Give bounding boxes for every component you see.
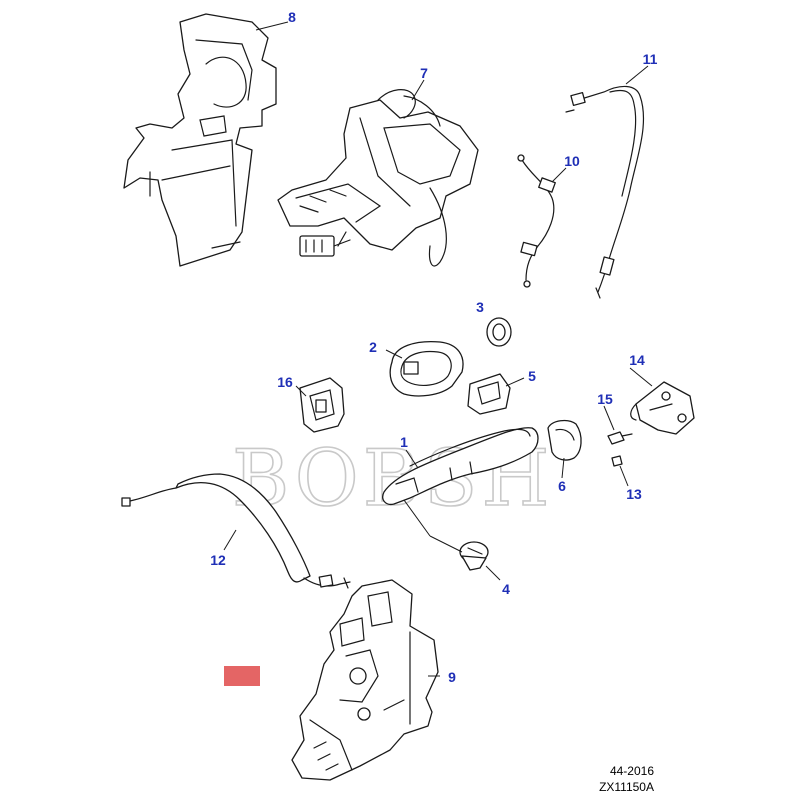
part-2-handle-bezel [389,340,464,397]
callout-7: 7 [420,65,428,81]
part-10-lock-rod [517,154,556,288]
callout-2: 2 [369,339,377,355]
callout-12: 12 [210,552,226,568]
leader-lines [223,21,653,677]
callout-4: 4 [502,581,510,597]
part-9-door-latch [291,579,439,781]
callout-5: 5 [528,368,536,384]
footer-code: 44-2016 [609,764,654,778]
red-marker [224,666,260,686]
callout-16: 16 [277,374,293,390]
part-5-cap-seal [467,373,511,415]
callout-6: 6 [558,478,566,494]
callout-14: 14 [629,352,645,368]
part-6-end-cap [547,419,582,461]
part-3-grommet [486,317,512,347]
callout-3: 3 [476,299,484,315]
part-15-screw [607,431,633,445]
callout-10: 10 [564,153,580,169]
part-13-screw [611,455,623,467]
part-12-cable [121,473,351,589]
callout-1: 1 [400,434,408,450]
part-8-bracket [123,13,277,267]
callout-9: 9 [448,669,456,685]
callout-8: 8 [288,9,296,25]
part-7-handle-mechanism [277,89,479,267]
callout-11: 11 [643,51,658,67]
part-1-outside-handle [382,427,539,506]
callout-labels: 8 7 11 10 3 2 5 16 14 15 1 6 13 12 4 9 [210,9,657,685]
callout-13: 13 [626,486,642,502]
part-11-release-cable [565,85,644,299]
part-4-bolt [459,541,489,571]
part-16-gasket [299,377,345,433]
footer-reference: ZX11150A [599,780,654,794]
callout-15: 15 [597,391,613,407]
part-14-striker [630,381,695,435]
